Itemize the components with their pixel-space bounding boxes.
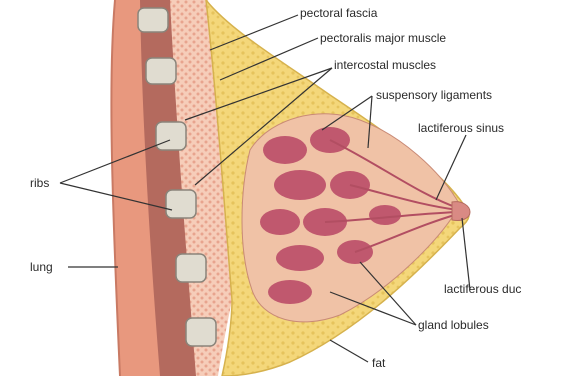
label-lung: lung: [30, 260, 53, 274]
label-pectoral-fascia: pectoral fascia: [300, 6, 377, 20]
label-fat: fat: [372, 356, 385, 370]
label-ribs: ribs: [30, 176, 49, 190]
label-gland-lobules: gland lobules: [418, 318, 489, 332]
label-intercostal-muscles: intercostal muscles: [334, 58, 436, 72]
label-lactiferous-sinus: lactiferous sinus: [418, 121, 504, 135]
label-pectoralis-major: pectoralis major muscle: [320, 31, 446, 45]
label-lactiferous-duct: lactiferous duc: [444, 282, 521, 296]
nipple: [452, 202, 470, 221]
label-suspensory-ligaments: suspensory ligaments: [376, 88, 492, 102]
